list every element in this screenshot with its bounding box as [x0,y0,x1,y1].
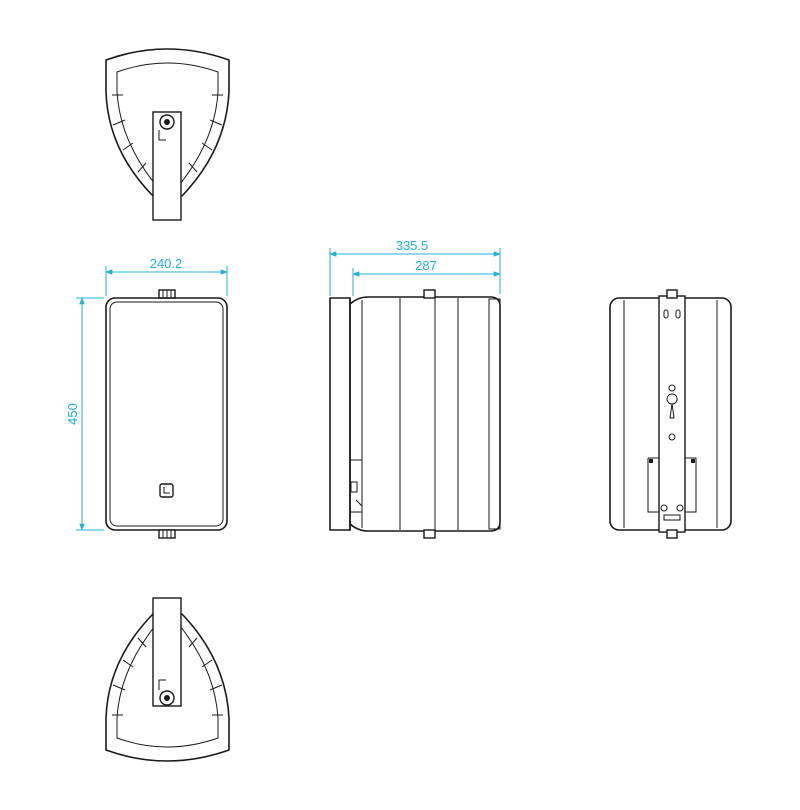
bottom-view [105,597,230,762]
side-dimensions: 335.5 287 [329,238,501,296]
top-view [105,48,230,221]
side-overall-depth-label: 335.5 [396,238,429,253]
front-dimensions: 240.2 450 [65,256,228,531]
front-width-label: 240.2 [150,256,183,271]
front-view [105,289,228,539]
rear-view [609,289,732,539]
side-view [329,289,501,539]
side-cabinet-depth-label: 287 [415,258,437,273]
front-height-label: 450 [65,403,80,425]
brand-logo-icon [159,483,174,498]
